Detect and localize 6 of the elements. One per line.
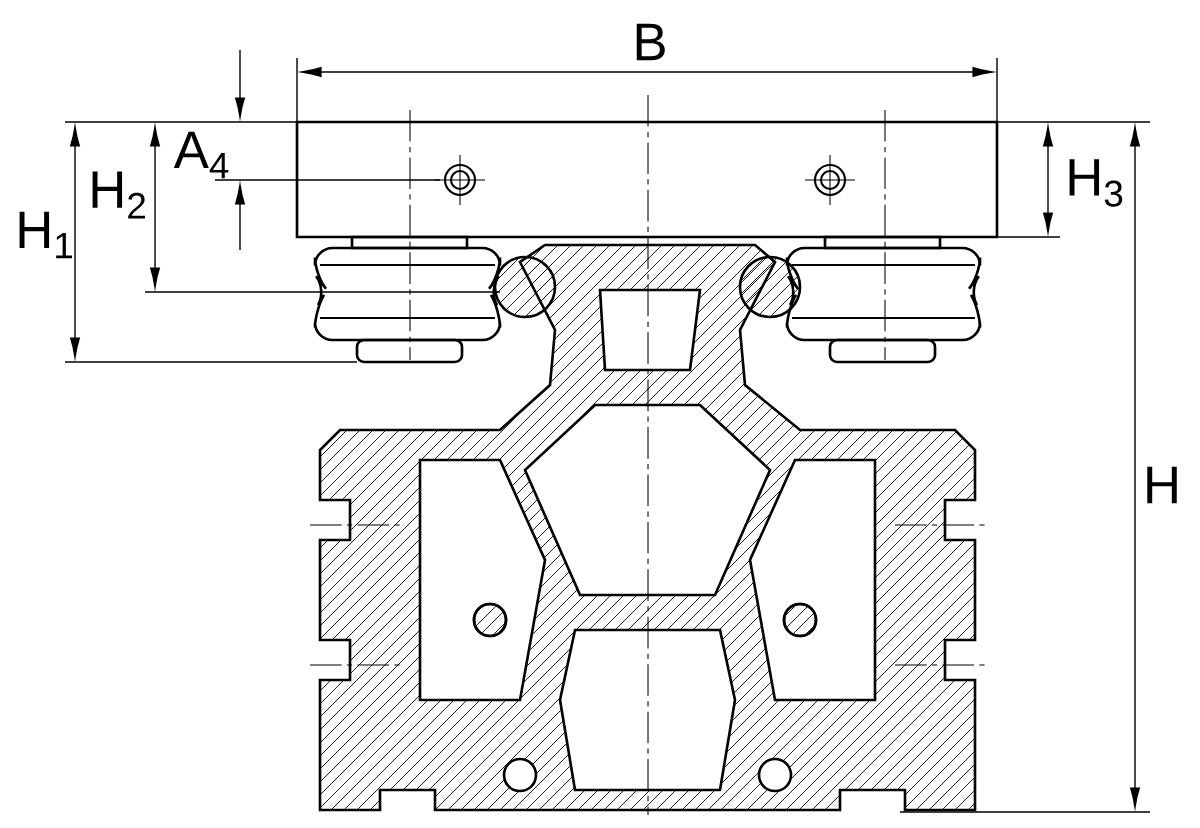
dimension-label: B (636, 23, 665, 61)
dimension-label: H (1147, 466, 1177, 504)
dimension-label: A$_{4}$ (173, 131, 229, 179)
dimension-label: H$_{2}$ (92, 171, 145, 219)
dimension-label: H$_{3}$ (1069, 159, 1123, 207)
dimension-label: H$_{1}$ (19, 211, 73, 259)
